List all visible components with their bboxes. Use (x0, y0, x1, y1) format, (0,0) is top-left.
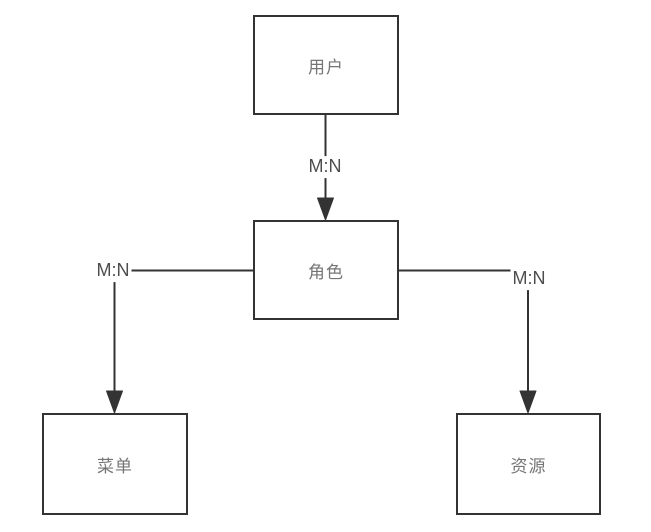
arrowhead-down-icon (519, 390, 537, 414)
edge-line (113, 269, 253, 393)
node-resource-label: 资源 (510, 456, 547, 476)
node-role-label: 角色 (308, 262, 344, 282)
edge-label-user-role: M:N (306, 156, 344, 178)
arrowhead-down-icon (317, 197, 334, 221)
node-resource: 资源 (456, 413, 601, 515)
edge-role-resource (399, 269, 537, 414)
node-role: 角色 (253, 220, 399, 320)
node-menu-label: 菜单 (97, 456, 133, 476)
node-user-label: 用户 (308, 57, 344, 77)
node-menu: 菜单 (42, 413, 188, 515)
edge-role-menu (106, 269, 253, 414)
edge-label-role-menu: M:N (94, 260, 132, 282)
node-user: 用户 (253, 15, 399, 115)
edge-label-role-resource: M:N (510, 268, 548, 290)
edge-line (399, 269, 529, 393)
arrowhead-down-icon (106, 390, 123, 414)
